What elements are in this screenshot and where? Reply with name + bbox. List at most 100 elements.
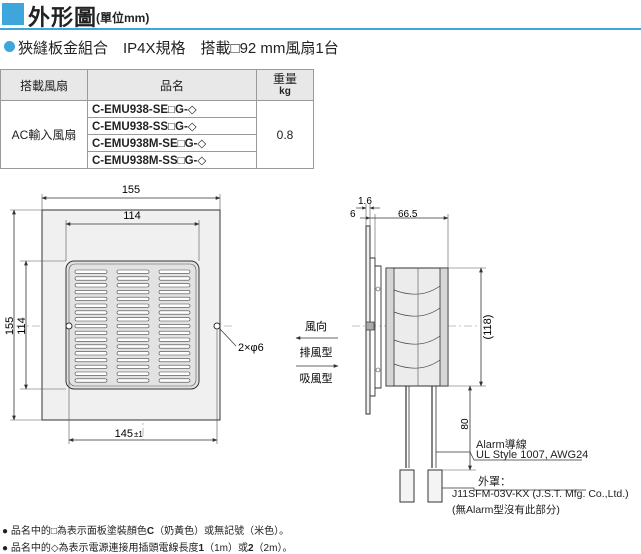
note-panel-color: ● 品名中的□為表示面板塗裝顏色C（奶黃色）或無記號（米色）。 xyxy=(2,522,289,537)
grille-slot xyxy=(74,378,108,383)
dim-inner-width: 114 xyxy=(123,210,141,222)
grille-slot xyxy=(158,351,191,356)
grille-slot xyxy=(116,364,150,369)
grille-slot xyxy=(74,337,108,342)
note-text: ● 品名中的◇為表示電源連接用插頭電線長度 xyxy=(2,543,199,554)
grille-slot xyxy=(158,317,191,322)
note-text: （奶黃色）或無記號（米色）。 xyxy=(154,526,290,537)
dim-depth: 66.5 xyxy=(398,209,418,220)
dim-width: 155 xyxy=(122,184,140,196)
dim-bottom-tolerance: ±1 xyxy=(134,430,143,439)
hole-callout: 2×φ6 xyxy=(238,342,264,354)
title-accent-square xyxy=(2,3,24,25)
grille-slot xyxy=(116,269,150,274)
grille-slot xyxy=(116,344,150,349)
alarm-lead-title: Alarm導線 xyxy=(476,439,527,451)
fan-type-cell: AC輸入風扇 xyxy=(0,100,88,169)
screw xyxy=(365,321,375,331)
dim-gap: 6 xyxy=(350,209,356,220)
grille-slot xyxy=(74,310,108,315)
grille-slot xyxy=(158,344,191,349)
grille-slot xyxy=(74,358,108,363)
dim-inner-height: 114 xyxy=(16,317,28,335)
grille-slot xyxy=(158,358,191,363)
dim-plate: 1.6 xyxy=(358,196,372,207)
note-text: ● 品名中的□為表示面板塗裝顏色 xyxy=(2,526,147,537)
grille-slot xyxy=(74,344,108,349)
grille-slot xyxy=(158,283,191,288)
grille-slot xyxy=(158,324,191,329)
connector xyxy=(399,469,415,503)
header-weight-label: 重量 xyxy=(272,72,297,86)
grille-slot xyxy=(158,296,191,301)
grille-slot xyxy=(158,276,191,281)
exhaust-label: 排風型 xyxy=(300,345,333,359)
housing-note: (無Alarm型沒有此部分) xyxy=(452,504,560,516)
grille-slot xyxy=(74,269,108,274)
dim-fan-height: (118) xyxy=(482,315,494,340)
header-weight: 重量 kg xyxy=(256,69,314,101)
grille-slot xyxy=(74,317,108,322)
dim-lead-length: 80 xyxy=(460,418,471,430)
grille-slot xyxy=(116,310,150,315)
grille-slot xyxy=(74,290,108,295)
grille-slots xyxy=(74,269,191,383)
wind-label: 風向 xyxy=(305,319,327,333)
grille-slot xyxy=(74,364,108,369)
grille-slot xyxy=(158,290,191,295)
table-row: C-EMU938M-SS□G-◇ xyxy=(1,151,314,169)
grille-slot xyxy=(116,351,150,356)
grille-slot xyxy=(116,330,150,335)
grille-slot xyxy=(158,310,191,315)
note-cable-length: ● 品名中的◇為表示電源連接用插頭電線長度1（1m）或2（2m）。 xyxy=(2,539,292,554)
dim-height: 155 xyxy=(4,317,16,335)
bullet-icon xyxy=(4,41,15,52)
grille-slot xyxy=(74,276,108,281)
connector xyxy=(427,469,443,503)
mount-hole xyxy=(213,322,221,330)
page-title: 外形圖 xyxy=(28,5,98,30)
header-weight-unit: kg xyxy=(279,86,291,97)
title-underline xyxy=(0,28,641,30)
housing-part: J11SFM-03V-KX (J.S.T. Mfg. Co.,Ltd.) xyxy=(452,488,629,500)
grille-slot xyxy=(74,296,108,301)
grille-slot xyxy=(74,351,108,356)
note-bold: 1 xyxy=(198,543,205,554)
product-subtitle: 狹縫板金組合 IP4X規格 搭載□92 mm風扇1台 xyxy=(18,40,339,57)
grille-slot xyxy=(116,358,150,363)
grille-slot xyxy=(158,330,191,335)
intake-label: 吸風型 xyxy=(300,371,333,385)
side-panel xyxy=(365,225,371,415)
mount-hole xyxy=(65,322,73,330)
grille-slot xyxy=(116,317,150,322)
grille-slot xyxy=(116,276,150,281)
front-view: 155 114 155 114 145 ±1 2×φ6 xyxy=(4,184,264,444)
wind-direction-legend: 風向 排風型 吸風型 xyxy=(295,319,339,385)
grille-slot xyxy=(116,337,150,342)
grille-slot xyxy=(158,269,191,274)
grille-slot xyxy=(158,371,191,376)
housing-title: 外罩： xyxy=(478,476,511,488)
grille-slot xyxy=(116,303,150,308)
table-row: AC輸入風扇 C-EMU938-SE□G-◇ 0.8 xyxy=(0,100,314,169)
grille-slot xyxy=(158,303,191,308)
model-cell: C-EMU938M-SS□G-◇ xyxy=(87,151,257,169)
note-bold: C xyxy=(146,526,155,537)
note-text: （1m）或 xyxy=(204,543,248,554)
grille-slot xyxy=(158,337,191,342)
grille-slot xyxy=(74,324,108,329)
grille-slot xyxy=(158,364,191,369)
alarm-lead-spec: UL Style 1007, AWG24 xyxy=(476,449,589,461)
grille-slot xyxy=(116,296,150,301)
grille-slot xyxy=(74,371,108,376)
grille-slot xyxy=(74,330,108,335)
grille-slot xyxy=(74,303,108,308)
grille-slot xyxy=(158,378,191,383)
dim-bottom: 145 xyxy=(115,428,133,440)
grille-slot xyxy=(116,378,150,383)
side-view: 1.6 6 66.5 (118) 80 xyxy=(350,196,586,503)
grille-slot xyxy=(116,283,150,288)
unit-label: (單位mm) xyxy=(96,11,150,25)
note-bold: 2 xyxy=(247,543,254,554)
